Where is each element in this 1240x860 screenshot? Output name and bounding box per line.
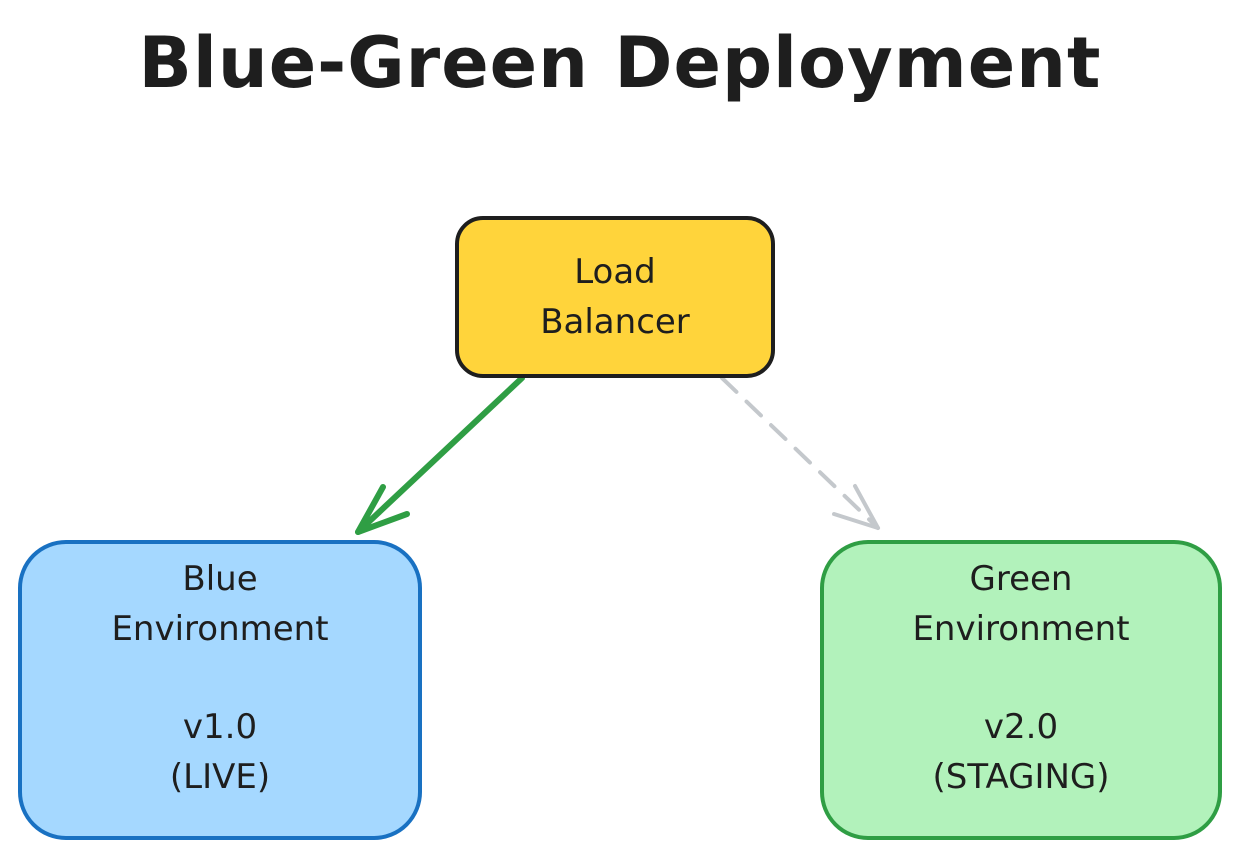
green-environment-node[interactable]: Green Environment v2.0 (STAGING)	[820, 540, 1222, 840]
edge-live-line	[355, 375, 525, 535]
blue-environment-label-line1: Blue	[182, 559, 258, 599]
green-environment-status: (STAGING)	[932, 757, 1110, 797]
blue-environment-label-line2: Environment	[111, 609, 329, 649]
blue-environment-node[interactable]: Blue Environment v1.0 (LIVE)	[18, 540, 422, 840]
green-environment-version: v2.0	[983, 707, 1059, 747]
load-balancer-label-line1: Load	[574, 252, 656, 292]
green-environment-label-line2: Environment	[912, 609, 1130, 649]
load-balancer-label-line2: Balancer	[540, 302, 690, 342]
edge-staging-traffic	[720, 376, 880, 530]
edge-live-arrowhead	[355, 484, 410, 535]
blue-environment-status: (LIVE)	[169, 757, 271, 797]
edge-staging-line	[720, 376, 880, 530]
green-environment-label-line1: Green	[969, 559, 1073, 599]
diagram-title: Blue-Green Deployment	[138, 22, 1102, 104]
load-balancer-node[interactable]: Load Balancer	[455, 216, 775, 378]
edge-staging-arrowhead	[832, 484, 880, 530]
edge-live-traffic	[355, 375, 525, 535]
blue-environment-version: v1.0	[182, 707, 258, 747]
